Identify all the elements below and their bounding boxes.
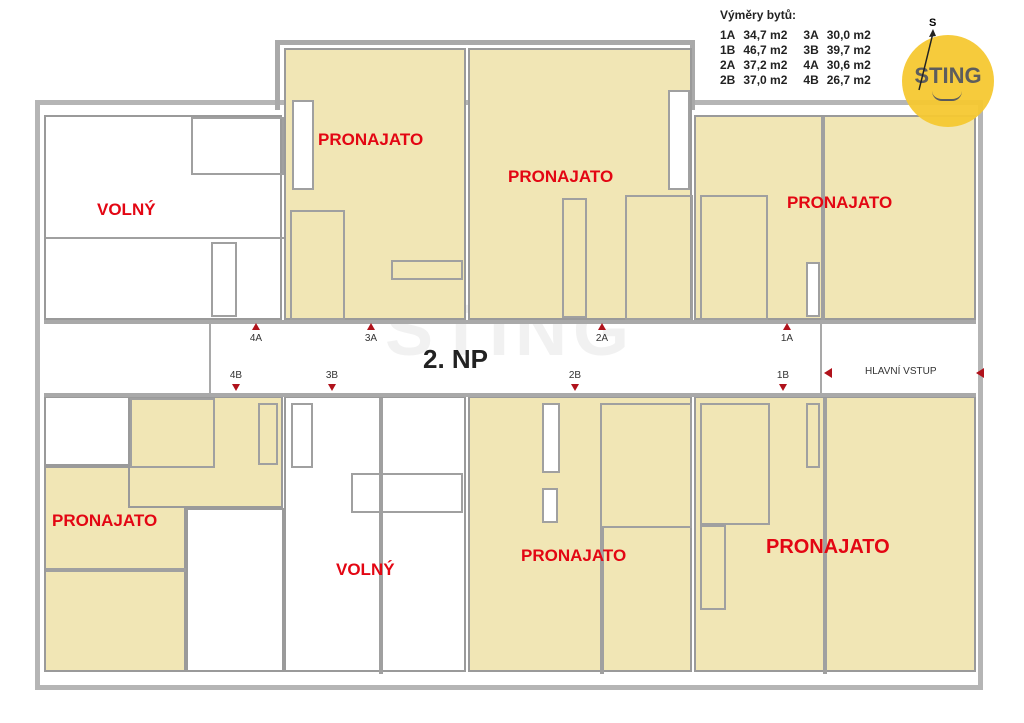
unit-4B-bath	[128, 396, 283, 508]
status-2B: PRONAJATO	[521, 546, 627, 565]
status-1A: PRONAJATO	[787, 193, 893, 212]
corridor-end-wall	[209, 324, 211, 394]
entry-3B: 3B	[320, 370, 344, 391]
unit-4B-room	[186, 508, 284, 672]
entry-1B: 1B	[771, 370, 795, 391]
entry-4A: 4A	[244, 323, 268, 344]
building-wing-top	[275, 40, 695, 110]
status-4B: PRONAJATO	[52, 511, 158, 530]
unit-1B[interactable]	[694, 396, 976, 674]
compass-label: S	[929, 17, 937, 29]
compass-arrow-icon	[918, 29, 936, 91]
unit-2B[interactable]	[468, 396, 692, 674]
entrance-arrow-icon	[824, 368, 832, 378]
legend-title: Výměry bytů:	[720, 8, 797, 22]
unit-3B[interactable]	[284, 396, 466, 674]
status-3A: PRONAJATO	[318, 130, 424, 149]
unit-1A[interactable]	[694, 115, 976, 322]
unit-2A[interactable]	[468, 48, 693, 320]
floor-label: 2. NP	[423, 344, 489, 374]
entrance-arrow-icon	[976, 368, 984, 378]
corridor-wall-bottom	[44, 393, 976, 397]
entrance-wall	[820, 324, 822, 394]
entry-1A: 1A	[775, 323, 799, 344]
sting-logo: STING	[902, 35, 994, 127]
entry-2B: 2B	[563, 370, 587, 391]
corridor-wall-top	[44, 320, 976, 324]
main-entrance-label: HLAVNÍ VSTUP	[865, 366, 937, 377]
unit-3A[interactable]	[284, 48, 466, 320]
entry-2A: 2A	[590, 323, 614, 344]
entry-4B: 4B	[224, 370, 248, 391]
status-2A: PRONAJATO	[508, 167, 614, 186]
unit-4A[interactable]	[44, 115, 284, 320]
unit-4B-hall	[44, 396, 130, 466]
status-3B: VOLNÝ	[336, 560, 395, 579]
status-4A: VOLNÝ	[97, 200, 156, 219]
entry-3A: 3A	[359, 323, 383, 344]
status-1B: PRONAJATO	[766, 536, 890, 558]
